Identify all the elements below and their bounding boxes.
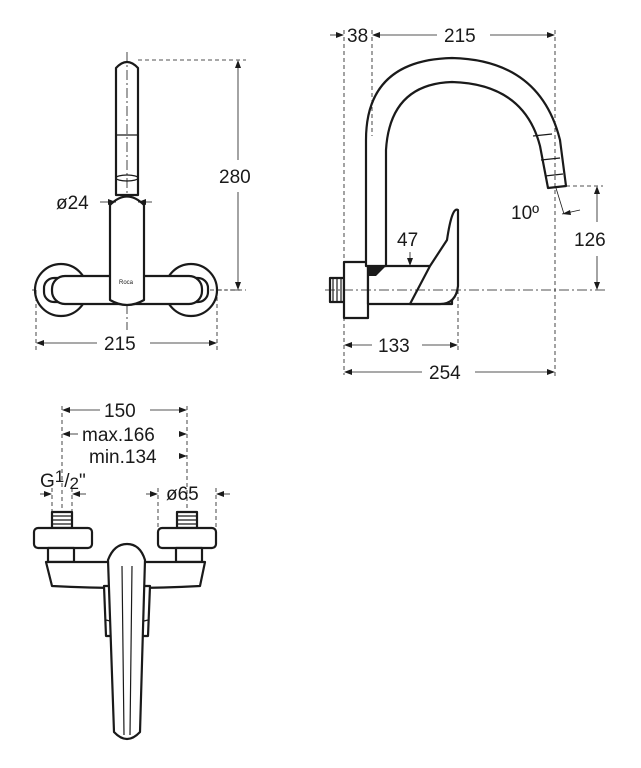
front-view: Roca 280 ø24 215 xyxy=(32,52,251,355)
dim-126-label: 126 xyxy=(574,230,606,251)
dim-g-label: G1/2" xyxy=(40,467,86,493)
dim-10-ray xyxy=(555,187,565,215)
top-right-flange xyxy=(156,526,218,550)
dim-133-arrow-left xyxy=(344,342,352,348)
top-left-flange xyxy=(32,526,94,550)
top-spout xyxy=(106,542,147,741)
dim-134-arrow xyxy=(179,453,187,459)
dim-166-label: max.166 xyxy=(82,425,155,446)
dim-166-arrow-right xyxy=(179,431,187,437)
dim-g-quote: " xyxy=(79,471,86,492)
front-handle xyxy=(108,195,146,307)
dim-g-slash: / xyxy=(64,471,70,492)
dim-215f-arrow-right xyxy=(209,340,217,346)
dim-215s-arrow xyxy=(547,32,555,38)
dim-10-arrow xyxy=(562,210,571,215)
side-lever-handle xyxy=(408,208,460,306)
dim-215f-label: 215 xyxy=(104,334,136,355)
dim-126-arrow-top xyxy=(594,186,600,194)
dim-47-label: 47 xyxy=(397,230,418,251)
dim-38-label: 38 xyxy=(347,26,368,47)
dim-280-arrow-top xyxy=(235,60,241,68)
dim-g-letter: G xyxy=(40,471,55,492)
dim-126-arrow-bottom xyxy=(594,282,600,290)
dim-280-arrow-bottom xyxy=(235,282,241,290)
dim-10-label: 10º xyxy=(511,203,539,224)
dim-150-arrow-right xyxy=(179,407,187,413)
dim-215f-arrow-left xyxy=(36,340,44,346)
dim-65-label: ø65 xyxy=(166,484,199,505)
dim-280-label: 280 xyxy=(219,167,251,188)
dim-254-label: 254 xyxy=(429,363,461,384)
dim-215s-label: 215 xyxy=(444,26,476,47)
side-section-hatch xyxy=(368,266,386,276)
dim-133-arrow-right xyxy=(450,342,458,348)
dim-254-arrow-left xyxy=(344,369,352,375)
dim-150-arrow-left xyxy=(62,407,70,413)
top-view: 150 max.166 min.134 G1/2" ø65 xyxy=(32,401,230,741)
front-logo: Roca xyxy=(119,280,134,286)
top-left-nut xyxy=(46,546,76,564)
dim-134-label: min.134 xyxy=(89,447,157,468)
top-right-nut xyxy=(174,546,204,564)
dim-24-label: ø24 xyxy=(56,193,89,214)
dim-47-arrow xyxy=(407,258,413,266)
side-spout-joint xyxy=(532,133,553,137)
side-spout xyxy=(364,56,568,268)
dim-24-arrow-right xyxy=(138,199,146,205)
dim-65-arrow-left xyxy=(150,491,158,497)
dim-133-label: 133 xyxy=(378,336,410,357)
dim-166-arrow-left xyxy=(62,431,70,437)
dim-g-arrow-left xyxy=(44,491,52,497)
dim-24-arrow-left xyxy=(108,199,116,205)
dim-150-label: 150 xyxy=(104,401,136,422)
dim-g-sup: 1 xyxy=(55,467,64,486)
side-view: 38 215 10º 126 47 133 254 xyxy=(325,26,606,384)
dim-65-arrow-right xyxy=(216,491,224,497)
dim-38-arrow xyxy=(336,32,344,38)
dim-254-arrow-right xyxy=(547,369,555,375)
dim-g-sub: 2 xyxy=(70,474,79,493)
dim-g-arrow-right xyxy=(72,491,80,497)
